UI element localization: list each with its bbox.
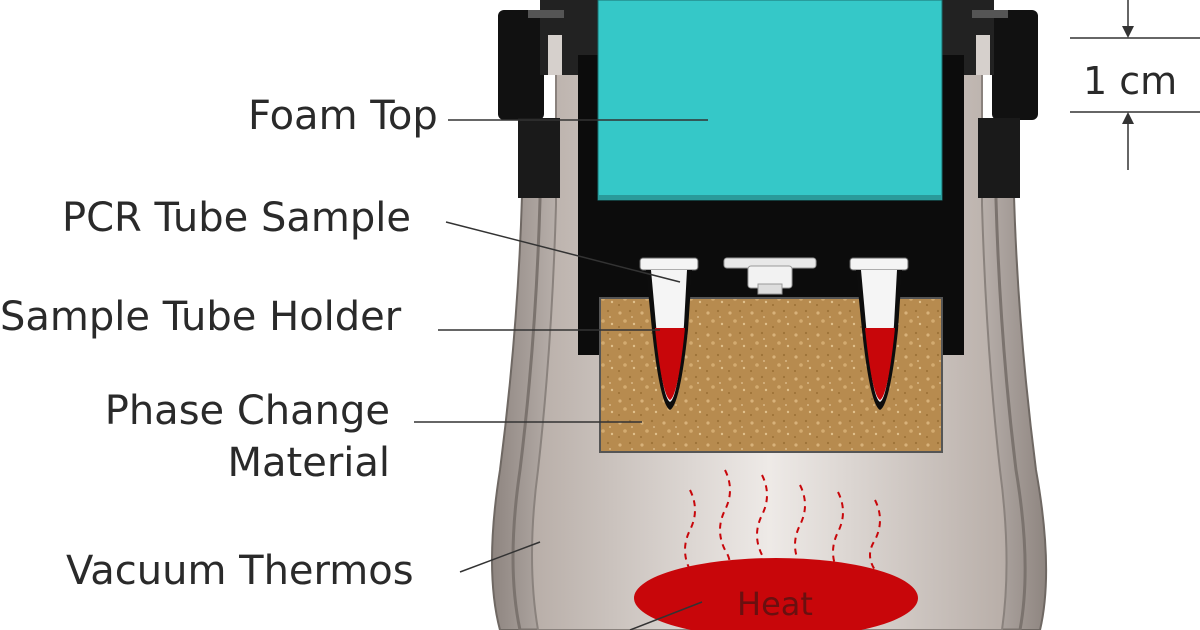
label-phase-change-line1: Phase Change [104,388,390,434]
heat-source [634,558,918,630]
foam-top [597,0,943,201]
scale-bar-icon [1070,0,1200,170]
label-heat: Heat [737,585,813,623]
pcr-tube-right [849,257,909,410]
pcr-tube-left [639,257,699,410]
cap-right [938,0,1038,198]
leader-lines [414,119,708,630]
label-foam-top: Foam Top [248,93,438,139]
label-sample-tube-holder: Sample Tube Holder [0,294,402,340]
thermos-vacuum-wall [511,40,1027,630]
sensor-cap [723,257,817,295]
label-phase-change-line2: Material [227,440,391,486]
label-vacuum-thermos: Vacuum Thermos [66,548,414,594]
scale-bar-label: 1 cm [1083,59,1178,103]
label-phase-change-material: Phase Change Material [90,390,390,484]
label-pcr-tube-sample: PCR Tube Sample [62,195,411,241]
